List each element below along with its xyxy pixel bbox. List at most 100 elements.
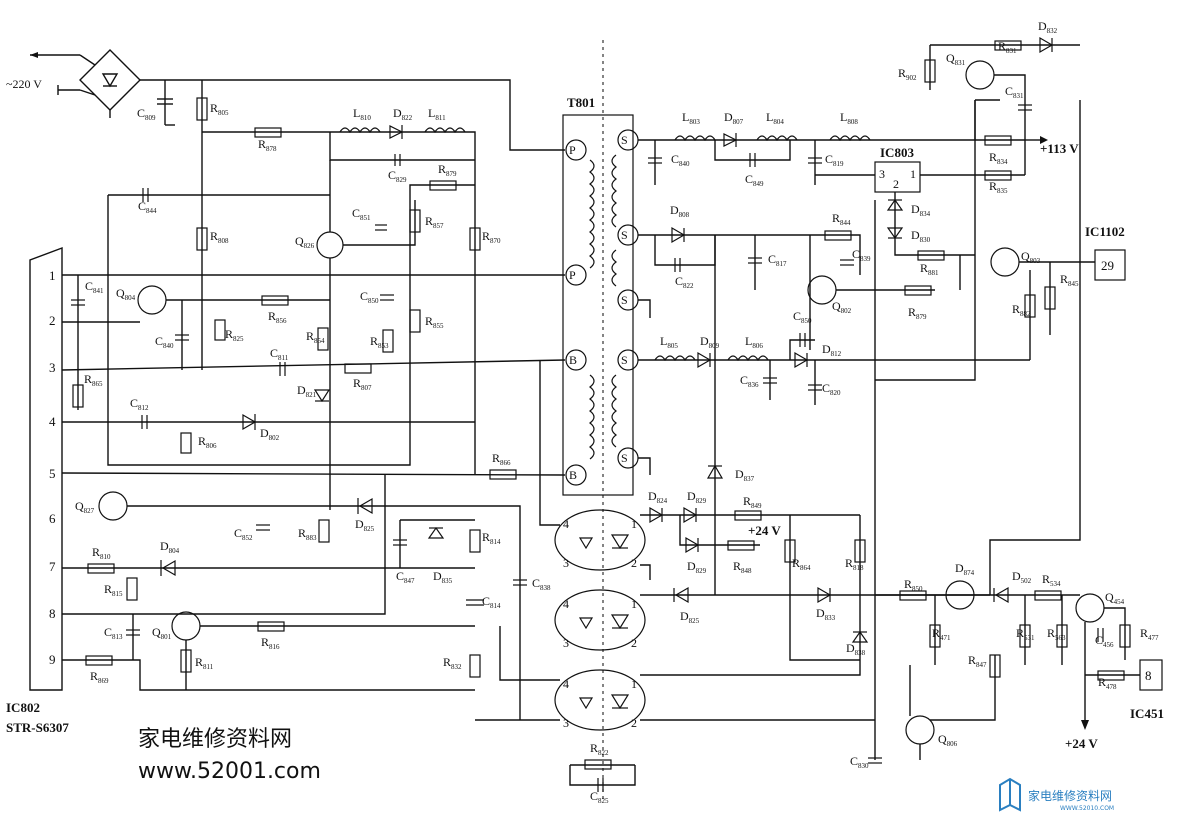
ic802-name: IC802	[6, 700, 40, 715]
label-q806: Q806	[938, 732, 958, 748]
label-r814: R814	[482, 530, 501, 546]
label-r864: R864	[792, 556, 811, 572]
ic1102-name: IC1102	[1085, 224, 1125, 239]
svg-text:S: S	[621, 133, 628, 147]
label-r881: R881	[920, 261, 939, 277]
opto-3	[554, 669, 646, 731]
svg-text:2: 2	[893, 177, 899, 191]
watermark-cn: 家电维修资料网	[138, 727, 292, 752]
svg-text:1: 1	[910, 167, 916, 181]
label-d832: D832	[1038, 19, 1058, 35]
svg-text:S: S	[621, 293, 628, 307]
svg-text:9: 9	[49, 652, 56, 667]
label-r882: R882	[1012, 302, 1031, 318]
label-r808: R808	[210, 229, 229, 245]
label-c831: C831	[1005, 84, 1024, 100]
bridge-rectifier	[79, 49, 160, 118]
label-r869: R869	[90, 669, 109, 685]
label-d802: D802	[260, 426, 280, 442]
svg-text:B: B	[569, 468, 577, 482]
label-c840: C840	[155, 334, 174, 350]
label-r835: R835	[989, 179, 1008, 195]
label-r853: R853	[370, 334, 389, 350]
svg-text:B: B	[569, 353, 577, 367]
label-c813: C813	[104, 625, 123, 641]
svg-text:3: 3	[49, 360, 56, 375]
label-c852: C852	[234, 526, 253, 542]
label-r563: R563	[1047, 626, 1066, 642]
label-r805: R805	[210, 101, 229, 117]
ic1102-pin: 29	[1101, 258, 1114, 273]
label-d838: D838	[846, 641, 866, 657]
ic451-pin: 8	[1145, 668, 1152, 683]
svg-text:2: 2	[49, 313, 56, 328]
label-r857: R857	[425, 214, 444, 230]
label-d824: D824	[648, 489, 668, 505]
svg-text:8: 8	[49, 606, 56, 621]
label-d808: D808	[670, 203, 690, 219]
label-l808: L808	[840, 110, 858, 126]
logo-small: WWW.52010.COM	[1060, 805, 1114, 812]
svg-text:1: 1	[49, 268, 56, 283]
input-voltage-label: ~220 V	[6, 77, 42, 91]
svg-text:7: 7	[49, 559, 56, 574]
label-c456: C456	[1095, 633, 1114, 649]
ic451-block: 8 IC451	[1130, 659, 1164, 721]
label-r879: R879	[438, 162, 457, 178]
label-d821: D821	[297, 383, 317, 399]
svg-text:S: S	[621, 451, 628, 465]
label-r834: R834	[989, 150, 1008, 166]
logo-text: 家电维修资料网	[1028, 788, 1112, 803]
label-c830: C830	[850, 754, 869, 770]
label-r810: R810	[92, 545, 111, 561]
label-d829: D829	[687, 489, 707, 505]
label-l803: L803	[682, 110, 700, 126]
site-logo: 家电维修资料网 WWW.52010.COM	[999, 777, 1114, 812]
label-r825: R825	[225, 327, 244, 343]
svg-text:3: 3	[879, 167, 885, 181]
label-d502: D502	[1012, 569, 1032, 585]
label-r870: R870	[482, 229, 501, 245]
rail-113v: +113 V	[1040, 141, 1079, 156]
label-q804: Q804	[116, 286, 136, 302]
label-r832: R832	[443, 655, 462, 671]
label-c850: C850	[793, 309, 812, 325]
svg-text:4: 4	[49, 414, 56, 429]
svg-text:3: 3	[563, 716, 569, 730]
rail-24v-a: +24 V	[748, 523, 781, 538]
label-d835: D835	[433, 569, 453, 585]
label-r865: R865	[84, 372, 103, 388]
svg-text:3: 3	[563, 556, 569, 570]
label-c819: C819	[825, 152, 844, 168]
svg-text:P: P	[569, 268, 576, 282]
label-l805: L805	[660, 334, 678, 350]
label-r478: R478	[1098, 675, 1117, 691]
svg-text:1: 1	[631, 677, 637, 691]
label-r811: R811	[195, 655, 214, 671]
transformer-t801: T801 P P B B S S S S S	[562, 95, 639, 496]
label-c809: C809	[137, 106, 156, 122]
label-r816: R816	[261, 635, 280, 651]
label-c841: C841	[85, 279, 104, 295]
label-r848: R848	[733, 559, 752, 575]
label-r879: R879	[908, 305, 927, 321]
label-r849: R849	[743, 494, 762, 510]
label-d822: D822	[393, 106, 413, 122]
svg-text:2: 2	[631, 716, 637, 730]
label-c812: C812	[130, 396, 149, 412]
label-r822: R822	[590, 741, 609, 757]
svg-text:2: 2	[631, 556, 637, 570]
label-d825: D825	[680, 609, 700, 625]
label-c811: C811	[270, 346, 289, 362]
label-d809: D809	[700, 334, 720, 350]
label-l810: L810	[353, 106, 371, 122]
svg-text:1: 1	[631, 597, 637, 611]
label-c836: C836	[740, 373, 759, 389]
ic451-name: IC451	[1130, 706, 1164, 721]
label-c817: C817	[768, 252, 787, 268]
label-c829: C829	[388, 168, 407, 184]
t801-name: T801	[567, 95, 595, 110]
label-r902: R902	[898, 66, 917, 82]
